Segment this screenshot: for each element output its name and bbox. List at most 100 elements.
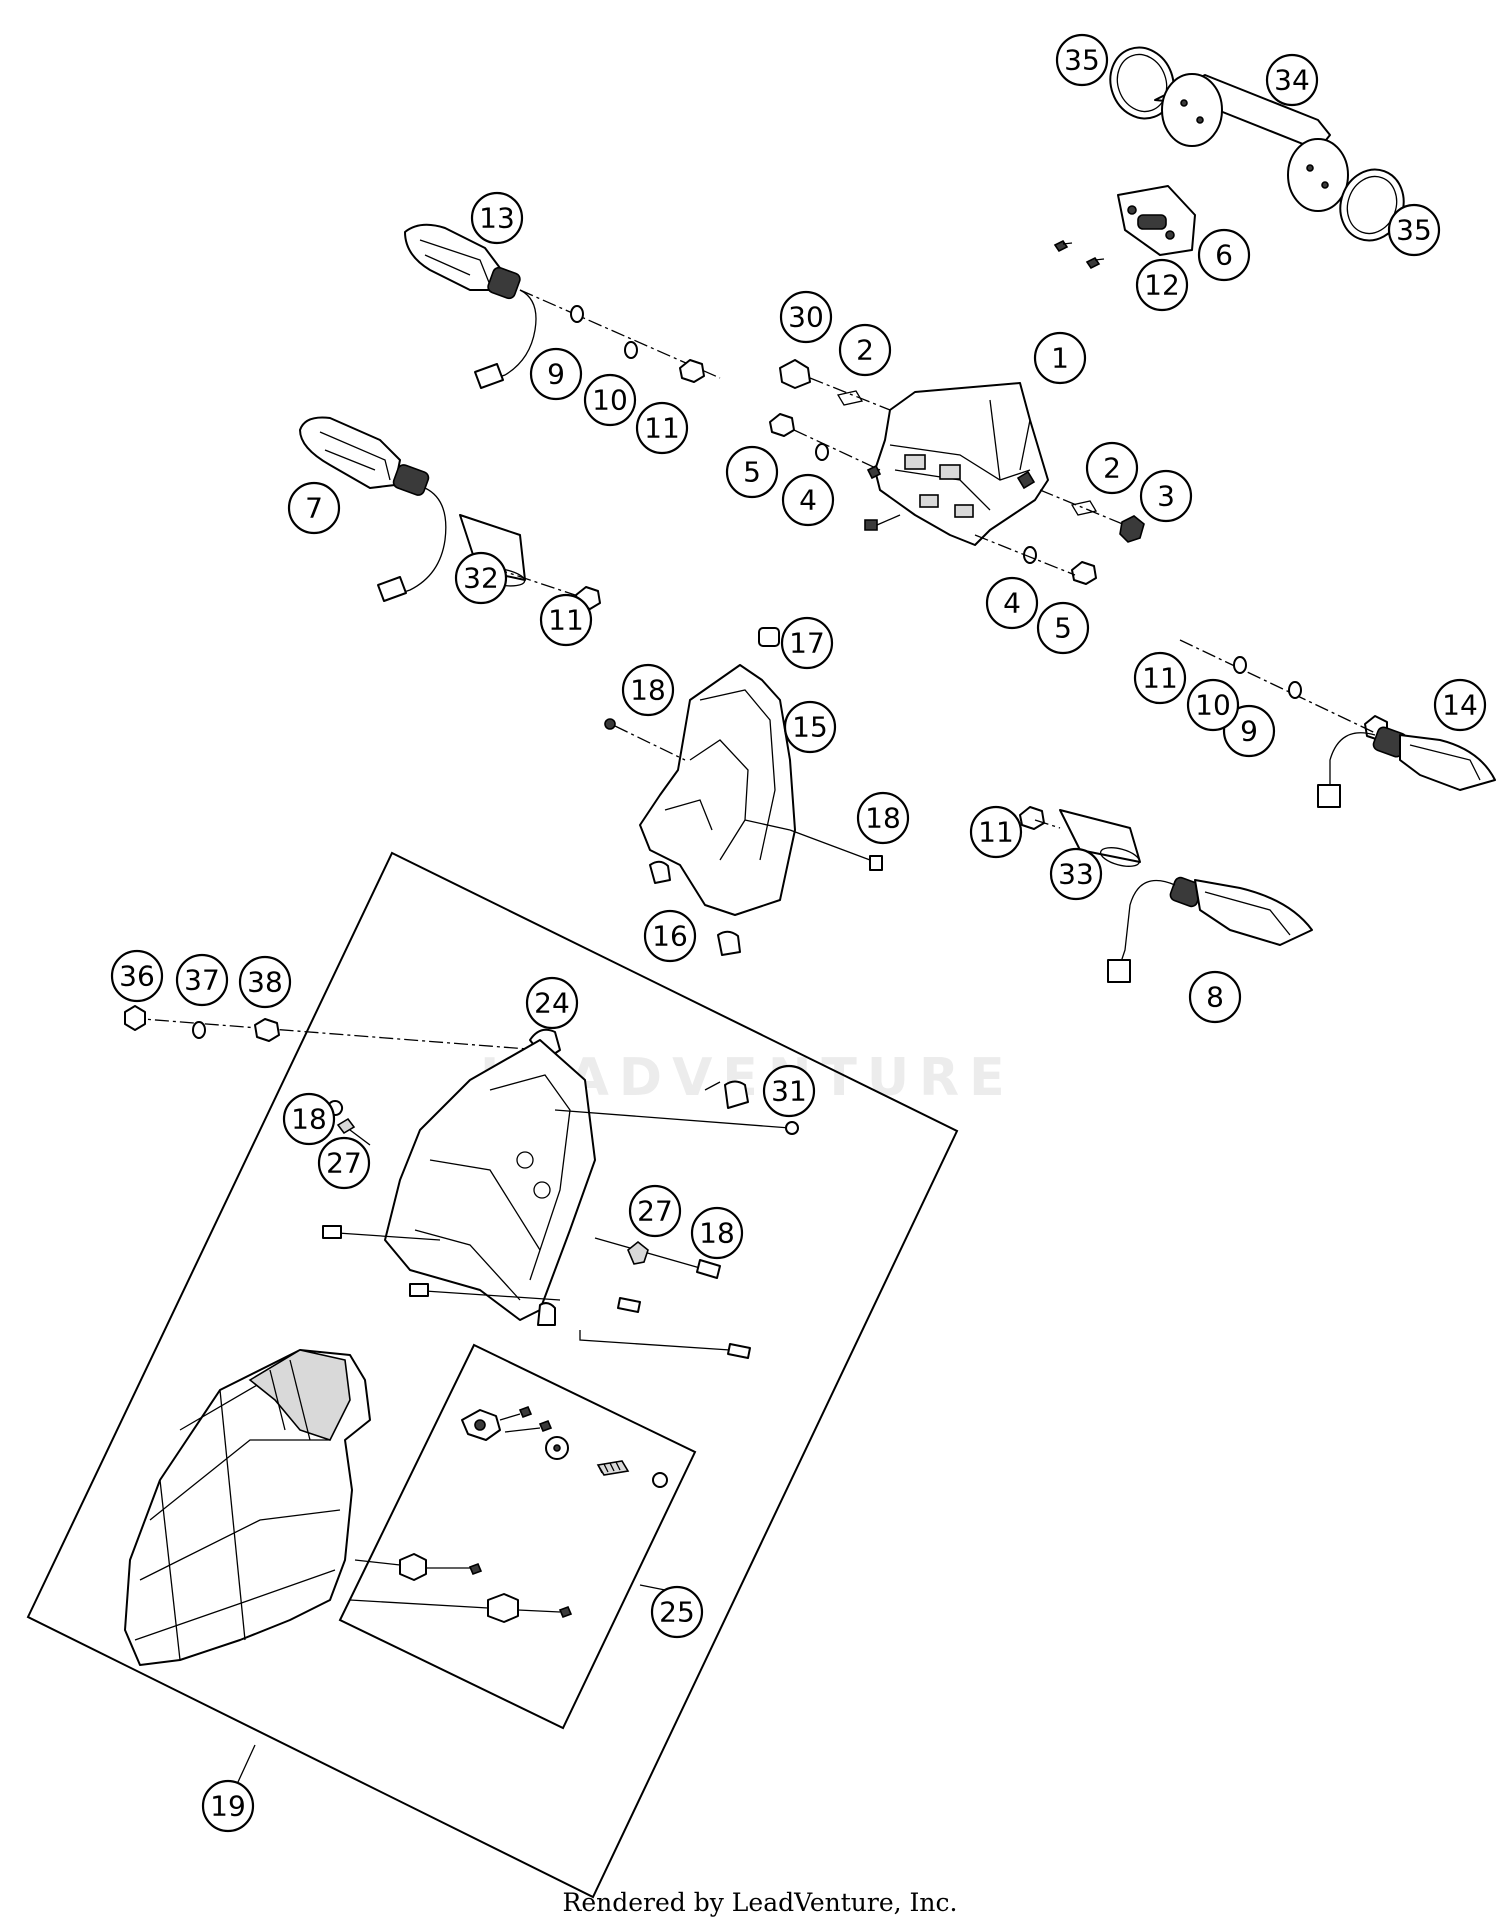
callout-2: 2: [1085, 441, 1139, 495]
svg-text:8: 8: [1206, 981, 1224, 1014]
svg-text:2: 2: [1103, 452, 1121, 485]
callout-11: 11: [969, 805, 1023, 859]
part-19-headlight: [124, 1349, 371, 1666]
svg-text:15: 15: [792, 711, 828, 744]
svg-text:33: 33: [1058, 858, 1094, 891]
callout-1: 1: [1033, 331, 1087, 385]
callout-3: 3: [1139, 469, 1193, 523]
callout-9: 9: [529, 347, 583, 401]
svg-text:11: 11: [1142, 662, 1178, 695]
svg-text:19: 19: [210, 1790, 246, 1823]
svg-text:4: 4: [799, 484, 817, 517]
part-15-bracket: [604, 627, 883, 956]
callout-13: 13: [470, 191, 524, 245]
svg-text:11: 11: [644, 412, 680, 445]
callout-19: 19: [201, 1779, 255, 1833]
part-14-turn-signal: [1179, 639, 1496, 808]
callout-25: 25: [650, 1585, 704, 1639]
callout-15: 15: [783, 700, 837, 754]
callout-35: 35: [1387, 203, 1441, 257]
callout-33: 33: [1049, 847, 1103, 901]
footer-text: Rendered by LeadVenture, Inc.: [562, 1888, 958, 1917]
svg-text:16: 16: [652, 920, 688, 953]
frame-19-assembly: [26, 851, 959, 1899]
callout-11: 11: [539, 593, 593, 647]
callout-30: 30: [779, 290, 833, 344]
svg-text:27: 27: [637, 1195, 673, 1228]
callout-6: 6: [1197, 228, 1251, 282]
callout-12: 12: [1135, 258, 1189, 312]
frame-25-subassembly: [338, 1343, 697, 1730]
svg-text:35: 35: [1396, 214, 1432, 247]
svg-text:2: 2: [856, 334, 874, 367]
callout-19-leader: [237, 1744, 256, 1783]
svg-text:35: 35: [1064, 44, 1100, 77]
callout-25-leader: [639, 1584, 666, 1591]
svg-text:14: 14: [1442, 689, 1478, 722]
callout-35: 35: [1055, 33, 1109, 87]
callout-27: 27: [317, 1136, 371, 1190]
callout-7: 7: [287, 481, 341, 535]
svg-text:30: 30: [788, 301, 824, 334]
svg-text:12: 12: [1144, 269, 1180, 302]
callout-10: 10: [583, 373, 637, 427]
footer-credit: Rendered by LeadVenture, Inc.: [0, 1888, 1500, 1917]
svg-text:34: 34: [1274, 64, 1310, 97]
svg-text:11: 11: [548, 604, 584, 637]
callout-2: 2: [838, 323, 892, 377]
part-7-turn-signal: [299, 416, 601, 610]
svg-text:5: 5: [743, 456, 761, 489]
callout-18: 18: [690, 1206, 744, 1260]
svg-text:18: 18: [865, 802, 901, 835]
callout-11: 11: [1133, 651, 1187, 705]
callout-8: 8: [1188, 970, 1242, 1024]
callout-5: 5: [1036, 601, 1090, 655]
part-1-dashboard: [864, 382, 1049, 546]
callout-4: 4: [781, 473, 835, 527]
callout-31: 31: [762, 1064, 816, 1118]
svg-text:4: 4: [1003, 587, 1021, 620]
svg-text:6: 6: [1215, 239, 1233, 272]
callout-27: 27: [628, 1184, 682, 1238]
callout-9: 9: [1222, 704, 1276, 758]
callout-32: 32: [454, 551, 508, 605]
callouts: 1 2 2 3 4 4 5 5 6 7 8 9 9 10 10 11 11 11…: [110, 33, 1487, 1833]
dashboard-fasteners: [769, 359, 1145, 585]
svg-text:10: 10: [1195, 689, 1231, 722]
svg-text:24: 24: [534, 987, 570, 1020]
callout-16: 16: [643, 909, 697, 963]
callout-18: 18: [856, 791, 910, 845]
svg-text:27: 27: [326, 1147, 362, 1180]
callout-4: 4: [985, 576, 1039, 630]
svg-text:31: 31: [771, 1075, 807, 1108]
svg-text:36: 36: [119, 960, 155, 993]
callout-14: 14: [1433, 678, 1487, 732]
svg-text:5: 5: [1054, 612, 1072, 645]
svg-text:18: 18: [699, 1217, 735, 1250]
headlight-bracket: [124, 1005, 799, 1359]
callout-37: 37: [175, 953, 229, 1007]
svg-text:37: 37: [184, 964, 220, 997]
svg-text:17: 17: [789, 627, 825, 660]
callout-38: 38: [238, 955, 292, 1009]
svg-text:25: 25: [659, 1596, 695, 1629]
svg-text:11: 11: [978, 816, 1014, 849]
callout-36: 36: [110, 949, 164, 1003]
callout-34: 34: [1265, 53, 1319, 107]
svg-text:3: 3: [1157, 480, 1175, 513]
svg-text:18: 18: [630, 674, 666, 707]
svg-text:32: 32: [463, 562, 499, 595]
callout-17: 17: [780, 616, 834, 670]
part-13-turn-signal: [404, 223, 721, 389]
svg-text:9: 9: [547, 358, 565, 391]
callout-10: 10: [1186, 678, 1240, 732]
callout-11: 11: [635, 401, 689, 455]
part-6-cover: [1053, 185, 1196, 270]
bracket-34: [1109, 46, 1405, 242]
callout-5: 5: [725, 445, 779, 499]
svg-text:13: 13: [479, 202, 515, 235]
part-25-bulbs: [349, 1405, 668, 1623]
svg-text:18: 18: [291, 1103, 327, 1136]
svg-text:9: 9: [1240, 715, 1258, 748]
